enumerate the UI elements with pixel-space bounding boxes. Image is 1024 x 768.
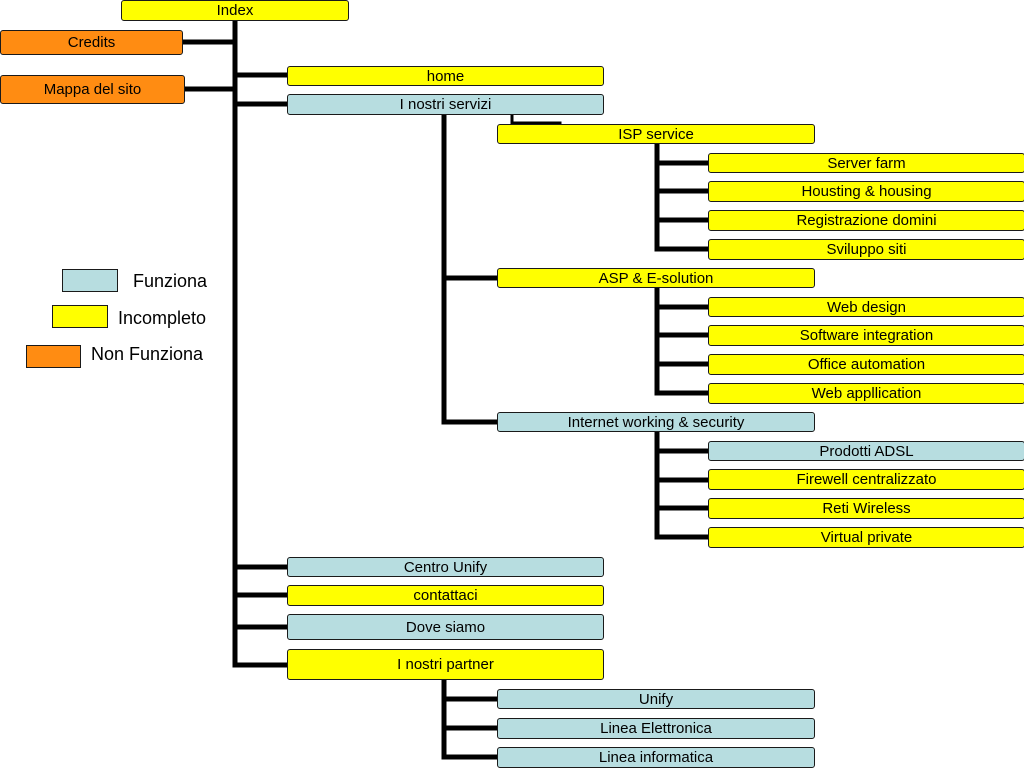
- legend-swatch-funziona: [62, 269, 118, 292]
- node-index[interactable]: Index: [121, 0, 349, 21]
- node-firewell-centralizzato[interactable]: Firewell centralizzato: [708, 469, 1024, 490]
- node-asp-e-solution[interactable]: ASP & E-solution: [497, 268, 815, 288]
- legend-label-incompleto: Incompleto: [118, 308, 207, 328]
- legend-swatch-incompleto: [52, 305, 108, 328]
- node-sviluppo-siti[interactable]: Sviluppo siti: [708, 239, 1024, 260]
- legend-label-non-funziona: Non Funziona: [91, 344, 204, 364]
- legend-swatch-non-funziona: [26, 345, 81, 368]
- node-credits[interactable]: Credits: [0, 30, 183, 55]
- node-mappa-del-sito[interactable]: Mappa del sito: [0, 75, 185, 104]
- node-server-farm[interactable]: Server farm: [708, 153, 1024, 173]
- node-web-application[interactable]: Web appllication: [708, 383, 1024, 404]
- legend-label-funziona: Funziona: [133, 271, 208, 291]
- node-web-design[interactable]: Web design: [708, 297, 1024, 317]
- node-registrazione-domini[interactable]: Registrazione domini: [708, 210, 1024, 231]
- node-reti-wireless[interactable]: Reti Wireless: [708, 498, 1024, 519]
- node-office-automation[interactable]: Office automation: [708, 354, 1024, 375]
- node-prodotti-adsl[interactable]: Prodotti ADSL: [708, 441, 1024, 461]
- node-housting-housing[interactable]: Housting & housing: [708, 181, 1024, 202]
- node-software-integration[interactable]: Software integration: [708, 325, 1024, 346]
- node-linea-informatica[interactable]: Linea informatica: [497, 747, 815, 768]
- node-linea-elettronica[interactable]: Linea Elettronica: [497, 718, 815, 739]
- node-centro-unify[interactable]: Centro Unify: [287, 557, 604, 577]
- node-i-nostri-partner[interactable]: I nostri partner: [287, 649, 604, 680]
- node-i-nostri-servizi[interactable]: I nostri servizi: [287, 94, 604, 115]
- node-contattaci[interactable]: contattaci: [287, 585, 604, 606]
- node-isp-service[interactable]: ISP service: [497, 124, 815, 144]
- node-internet-working-security[interactable]: Internet working & security: [497, 412, 815, 432]
- node-unify[interactable]: Unify: [497, 689, 815, 709]
- node-virtual-private[interactable]: Virtual private: [708, 527, 1024, 548]
- node-dove-siamo[interactable]: Dove siamo: [287, 614, 604, 640]
- node-home[interactable]: home: [287, 66, 604, 86]
